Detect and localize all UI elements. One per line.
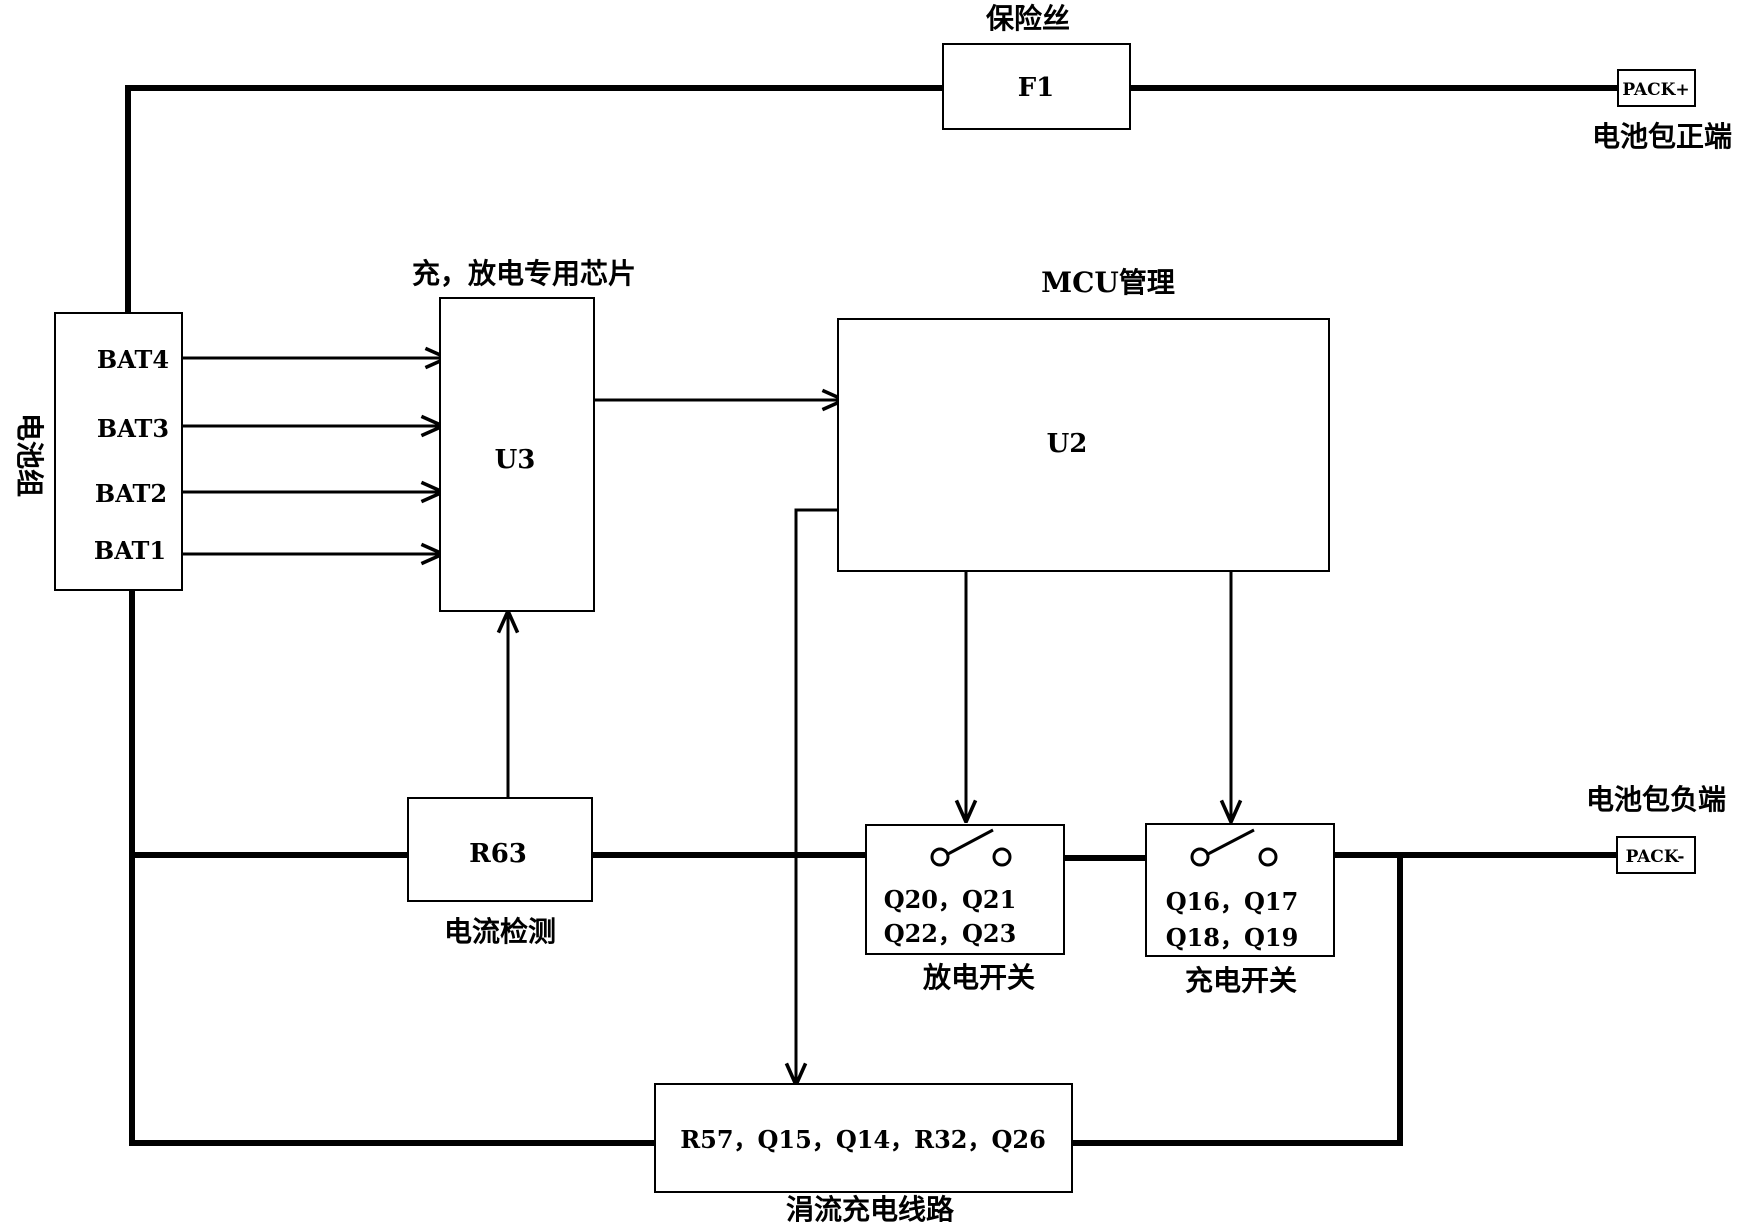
discharge-switch-block: Q20，Q21 Q22，Q23 放电开关: [865, 824, 1065, 994]
trickle-charge-block: R57，Q15，Q14，R32，Q26 涓流充电线路: [654, 1083, 1073, 1226]
chip-title: 充，放电专用芯片: [412, 257, 636, 290]
trickle-charge-label: R57，Q15，Q14，R32，Q26: [680, 1125, 1046, 1154]
pack-neg-box: [1616, 836, 1696, 874]
discharge-switch-line1: Q20，Q21: [884, 885, 1017, 914]
fuse-block: 保险丝 F1: [942, 2, 1131, 130]
battery-cell-bat2: BAT2: [95, 479, 167, 508]
trickle-charge-caption: 涓流充电线路: [786, 1193, 955, 1226]
fuse-box: [942, 43, 1131, 130]
mcu-title: MCU管理: [1041, 266, 1175, 299]
pack-pos-box: [1617, 69, 1696, 107]
discharge-switch-contact-left: [930, 847, 950, 867]
wire-bat-to-fuse: [125, 85, 946, 315]
battery-caption: 电池组: [13, 413, 46, 497]
current-sense-box: [407, 797, 593, 902]
pack-neg-caption: 电池包负端: [1586, 783, 1726, 816]
pack-positive-terminal: PACK+ 电池包正端: [1592, 69, 1732, 153]
chip-box: [439, 297, 595, 612]
charge-switch-contact-left: [1190, 847, 1210, 867]
arrow-u2-to-trickle: [796, 508, 838, 1085]
battery-cell-bat1: BAT1: [94, 536, 166, 565]
pack-pos-label: PACK+: [1622, 80, 1689, 100]
discharge-switch-caption: 放电开关: [922, 961, 1035, 994]
pack-negative-terminal: 电池包负端 PACK-: [1586, 783, 1726, 874]
charge-switch-block: Q16，Q17 Q18，Q19 充电开关: [1145, 823, 1335, 997]
mcu-label: U2: [1047, 429, 1088, 459]
mcu-box: [837, 318, 1330, 572]
battery-block: BAT4 BAT3 BAT2 BAT1 电池组: [13, 312, 183, 591]
battery-box: [54, 312, 183, 591]
trickle-charge-box: [654, 1083, 1073, 1193]
power-wires: [125, 85, 1621, 1146]
fuse-label: F1: [1018, 73, 1055, 103]
pack-pos-caption: 电池包正端: [1592, 120, 1732, 153]
discharge-switch-lever: [945, 828, 994, 857]
chip-block: 充，放电专用芯片 U3: [412, 257, 636, 612]
mcu-block: MCU管理 U2: [837, 266, 1330, 572]
charge-switch-line1: Q16，Q17: [1166, 887, 1299, 916]
charge-switch-box: [1145, 823, 1335, 957]
charge-switch-caption: 充电开关: [1185, 964, 1297, 997]
charge-switch-line2: Q18，Q19: [1166, 923, 1299, 952]
signal-lines: [182, 358, 1231, 1085]
battery-cell-bat3: BAT3: [97, 414, 169, 443]
current-sense-caption: 电流检测: [444, 915, 556, 948]
current-sense-block: R63 电流检测: [407, 797, 593, 948]
discharge-switch-line2: Q22，Q23: [884, 919, 1017, 948]
discharge-switch-contact-right: [992, 847, 1012, 867]
wire-bat-to-trickle: [129, 852, 658, 1146]
battery-cell-bat4: BAT4: [97, 345, 169, 374]
wire-bat-to-sense: [129, 587, 411, 858]
charge-switch-lever: [1205, 828, 1255, 857]
fuse-title: 保险丝: [986, 2, 1070, 35]
chip-label: U3: [495, 445, 536, 475]
charge-switch-contact-right: [1258, 847, 1278, 867]
wire-trickle-to-pack-neg: [1069, 852, 1403, 1146]
pack-neg-label: PACK-: [1626, 847, 1685, 867]
current-sense-label: R63: [469, 839, 527, 869]
